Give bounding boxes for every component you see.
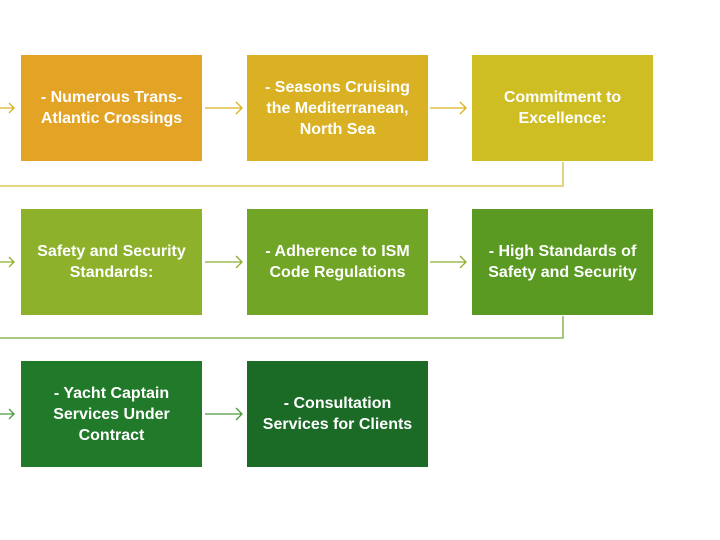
arrow-row3-entry [0, 408, 15, 420]
arrow-row1-entry [0, 102, 15, 114]
arrow-row1-1-to-2 [205, 101, 243, 115]
process-box-ism-code-adherence: - Adherence to ISM Code Regulations [247, 209, 428, 315]
process-box-label: - Numerous Trans- Atlantic Crossings [40, 89, 183, 127]
process-box-label: - Adherence to ISM Code Regulations [265, 243, 410, 281]
process-box-label: Commitment to Excellence: [503, 89, 622, 127]
process-box-yacht-captain-services: - Yacht Captain Services Under Contract [21, 361, 202, 467]
wrap-connector-row2-to-row3 [0, 316, 564, 339]
process-box-high-safety-standards: - High Standards of Safety and Security [472, 209, 653, 315]
process-box-label: - High Standards of Safety and Security [488, 243, 637, 281]
process-box-seasons-cruising: - Seasons Cruising the Mediterranean, No… [247, 55, 428, 161]
process-box-trans-atlantic-crossings: - Numerous Trans- Atlantic Crossings [21, 55, 202, 161]
process-box-label: Safety and Security Standards: [37, 243, 186, 281]
process-box-label: - Yacht Captain Services Under Contract [53, 384, 170, 444]
arrow-row3-1-to-2 [205, 407, 243, 421]
arrow-row2-2-to-3 [430, 255, 467, 269]
wrap-connector-row1-to-row2 [0, 162, 564, 187]
process-box-safety-security-standards: Safety and Security Standards: [21, 209, 202, 315]
arrow-row2-1-to-2 [205, 255, 243, 269]
arrow-row1-2-to-3 [430, 101, 467, 115]
process-box-label: - Seasons Cruising the Mediterranean, No… [265, 78, 410, 138]
arrow-row2-entry [0, 256, 15, 268]
process-box-consultation-services: - Consultation Services for Clients [247, 361, 428, 467]
process-box-label: - Consultation Services for Clients [262, 395, 413, 433]
process-box-commitment-to-excellence: Commitment to Excellence: [472, 55, 653, 161]
